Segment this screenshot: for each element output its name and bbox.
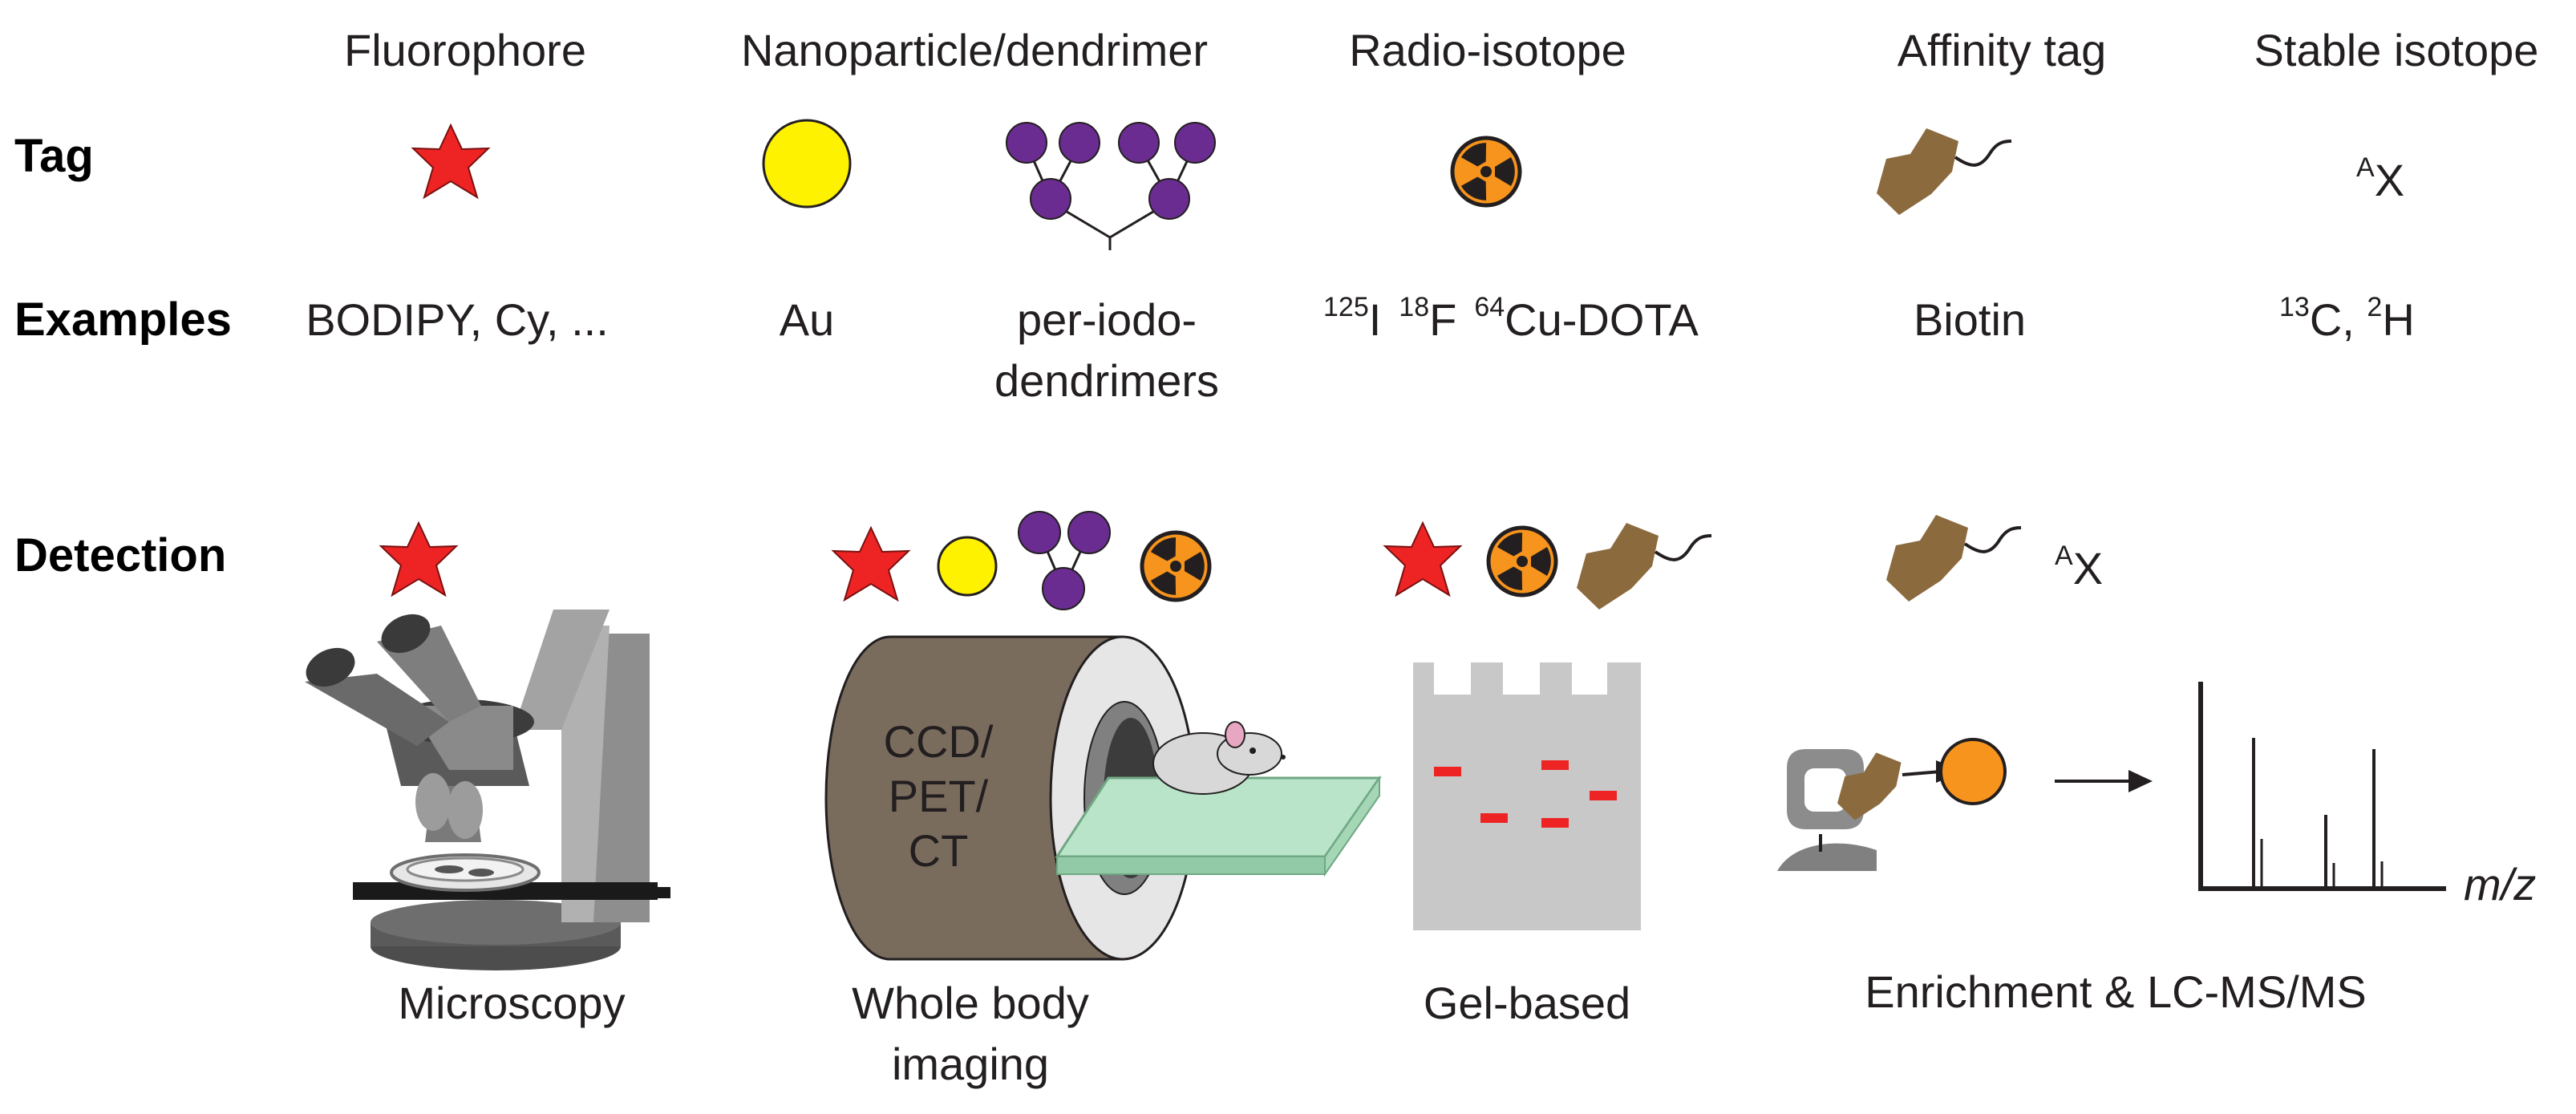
header-stable-isotope: Stable isotope bbox=[2254, 25, 2539, 75]
label-enrichment-lc-ms: Enrichment & LC-MS/MS bbox=[1865, 966, 2367, 1017]
affinity-tag-icon bbox=[1875, 127, 2013, 217]
row-label-examples: Examples bbox=[14, 294, 232, 346]
ms-stable-isotope-symbol: AX bbox=[2055, 541, 2103, 593]
example-gold: Au bbox=[780, 294, 835, 345]
gold-nanoparticle-icon bbox=[762, 119, 852, 209]
imaging-star-icon bbox=[832, 527, 909, 601]
gel-illustration bbox=[1413, 662, 1641, 930]
row-label-detection: Detection bbox=[14, 529, 226, 581]
dendrimer-icon bbox=[1006, 122, 1216, 250]
radio-isotope-icon bbox=[1452, 138, 1520, 205]
label-whole-body-imaging-line2: imaging bbox=[892, 1039, 1049, 1089]
imaging-dendrimer-icon bbox=[1018, 511, 1111, 610]
gel-star-icon bbox=[1384, 522, 1461, 596]
imaging-radio-icon bbox=[1142, 533, 1209, 600]
label-whole-body-imaging-line1: Whole body bbox=[852, 978, 1089, 1028]
scanner-text-ccd: CCD/ bbox=[884, 716, 994, 767]
label-gel-based: Gel-based bbox=[1424, 978, 1630, 1028]
header-nanoparticle: Nanoparticle/dendrimer bbox=[741, 25, 1208, 75]
enrichment-illustration bbox=[1777, 738, 2153, 871]
example-affinity-tag: Biotin bbox=[1914, 294, 2026, 345]
imaging-gold-icon bbox=[937, 536, 998, 597]
header-affinity-tag: Affinity tag bbox=[1898, 25, 2106, 75]
example-fluorophore: BODIPY, Cy, ... bbox=[306, 294, 609, 345]
ms-affinity-icon bbox=[1885, 513, 2023, 603]
example-dendrimer-line2: dendrimers bbox=[994, 355, 1219, 406]
row-label-tag: Tag bbox=[14, 130, 94, 182]
header-fluorophore: Fluorophore bbox=[344, 25, 586, 75]
scanner-text-pet: PET/ bbox=[889, 771, 989, 821]
gel-radio-icon bbox=[1488, 528, 1556, 595]
header-radio-isotope: Radio-isotope bbox=[1349, 25, 1626, 75]
fluorophore-star-icon bbox=[412, 124, 489, 198]
example-stable-isotopes: 13C, 2H bbox=[2279, 292, 2415, 345]
stable-isotope-symbol: AX bbox=[2356, 152, 2404, 205]
label-microscopy: Microscopy bbox=[398, 978, 625, 1028]
gel-affinity-icon bbox=[1575, 521, 1713, 611]
whole-body-scanner-illustration bbox=[824, 635, 1382, 961]
scanner-text-ct: CT bbox=[909, 825, 969, 876]
microscopy-star-icon bbox=[380, 522, 457, 596]
ms-axis-label: m/z bbox=[2464, 859, 2536, 909]
example-dendrimer-line1: per-iodo- bbox=[1017, 294, 1197, 345]
mass-spectrum-illustration bbox=[2198, 682, 2446, 891]
microscope-illustration bbox=[305, 610, 670, 970]
